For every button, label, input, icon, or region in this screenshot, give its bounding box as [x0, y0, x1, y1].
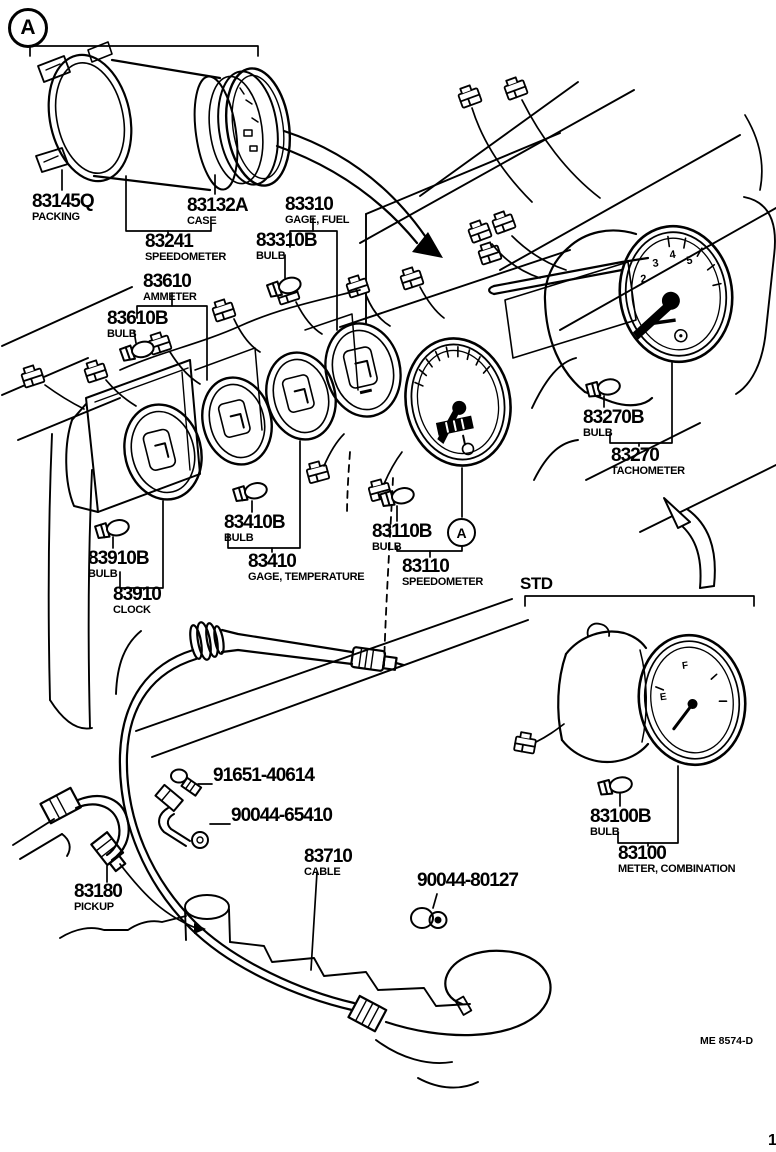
label-83100: 83100 METER, COMBINATION: [618, 843, 736, 875]
label-83145q: 83145Q PACKING: [32, 191, 95, 223]
combination-meter-gauge-drawing: F E: [637, 633, 747, 767]
part-name: CABLE: [304, 866, 341, 878]
hidden-edge-dashed-lines: [346, 451, 394, 667]
part-number: 83310B: [256, 230, 318, 251]
cluster-wires: [44, 286, 445, 485]
label-83100b: 83100B BULB: [590, 806, 652, 838]
engine-outline-drawing: [59, 894, 479, 1089]
bulb-83410b: [231, 480, 270, 504]
tach-number-2: 2: [640, 273, 648, 286]
tachometer-gauge-drawing: 2 3 4 5: [618, 224, 734, 364]
part-name: BULB: [590, 826, 620, 838]
label-83410b: 83410B BULB: [224, 512, 286, 544]
label-83270b: 83270B BULB: [583, 407, 645, 439]
combo-letter-e: E: [659, 692, 667, 704]
part-name: BULB: [224, 532, 254, 544]
bulb-83100b: [596, 774, 635, 798]
part-name: BULB: [107, 328, 137, 340]
label-83910b: 83910B BULB: [88, 548, 150, 580]
label-83310b: 83310B BULB: [256, 230, 318, 262]
fuel-gauge-drawing: [324, 322, 402, 418]
leader-lines: [29, 45, 755, 971]
dashboard-lines: [1, 81, 776, 860]
part-name: BULB: [583, 427, 613, 439]
label-83410: 83410 GAGE, TEMPERATURE: [248, 551, 365, 583]
label-91651-40614: 91651-40614: [213, 765, 315, 786]
part-name: PICKUP: [74, 901, 114, 913]
part-name: GAGE, FUEL: [285, 214, 350, 226]
part-number: 83145Q: [32, 191, 95, 212]
part-name: BULB: [372, 541, 402, 553]
std-direction-arrow: [663, 497, 716, 589]
part-number: 83910: [113, 584, 162, 605]
tach-number-4: 4: [669, 249, 678, 262]
label-83132a: 83132A CASE: [187, 195, 249, 227]
part-name: AMMETER: [143, 291, 197, 303]
part-number: 83610B: [107, 308, 169, 329]
tach-number-5: 5: [686, 254, 694, 267]
part-name: TACHOMETER: [611, 465, 685, 477]
part-number: 83410B: [224, 512, 286, 533]
cluster-speedometer-drawing: [404, 337, 512, 467]
tachometer-assembly-drawing: [455, 74, 763, 407]
part-name: SPEEDOMETER: [402, 576, 484, 588]
cable-assembly-drawing: [118, 621, 552, 1037]
grommet-90044-80127-drawing: [410, 907, 448, 929]
label-83270: 83270 TACHOMETER: [611, 446, 685, 477]
label-90044-65410: 90044-65410: [231, 805, 333, 826]
label-90044-80127: 90044-80127: [417, 870, 519, 891]
part-number: 83110B: [372, 521, 433, 542]
clock-gauge-drawing: [123, 403, 203, 501]
part-name: SPEEDOMETER: [145, 251, 227, 263]
part-number: 83180: [74, 881, 123, 902]
part-number: 90044-80127: [417, 870, 519, 891]
label-83241: 83241 SPEEDOMETER: [145, 232, 226, 263]
label-83910: 83910 CLOCK: [113, 584, 162, 616]
part-number: 90044-65410: [231, 805, 333, 826]
part-name: GAGE, TEMPERATURE: [248, 571, 365, 583]
part-number: 83100: [618, 843, 667, 864]
part-name: CLOCK: [113, 604, 151, 616]
label-83610b: 83610B BULB: [107, 308, 169, 340]
part-number: 83610: [143, 271, 192, 292]
temperature-gauge-drawing: [265, 351, 337, 441]
part-number: 83270: [611, 445, 660, 466]
part-number: 83710: [304, 846, 353, 867]
label-83180: 83180 PICKUP: [74, 881, 123, 913]
part-name: CASE: [187, 215, 217, 227]
part-number: 83241: [145, 231, 194, 252]
combination-meter-drawing: [512, 622, 650, 764]
label-83110: 83110 SPEEDOMETER: [402, 557, 483, 588]
part-name: BULB: [256, 250, 286, 262]
part-number: 83410: [248, 551, 297, 572]
label-83110b: 83110B BULB: [372, 521, 433, 553]
pickup-drawing: [39, 786, 130, 873]
part-name: BULB: [88, 568, 118, 580]
part-number: 83910B: [88, 548, 150, 569]
std-variant-label: STD: [520, 574, 553, 593]
part-number: 91651-40614: [213, 765, 315, 786]
clamp-90044-65410-drawing: [154, 783, 209, 849]
bolt-91651-40614-drawing: [170, 768, 203, 797]
tach-number-3: 3: [652, 257, 660, 270]
bulb-83270b: [584, 376, 623, 400]
combo-letter-f: F: [681, 660, 689, 672]
part-number: 83310: [285, 194, 334, 215]
insert-direction-arrow: [275, 129, 443, 258]
part-number: 83132A: [187, 195, 249, 216]
part-number: 83270B: [583, 407, 645, 428]
speedometer-assembly-drawing: [35, 41, 291, 192]
part-name: METER, COMBINATION: [618, 863, 736, 875]
label-83710: 83710 CABLE: [304, 846, 353, 878]
detail-a-marker-inline: A: [447, 518, 476, 547]
label-83310: 83310 GAGE, FUEL: [285, 194, 350, 226]
part-name: PACKING: [32, 211, 80, 223]
part-number: 83100B: [590, 806, 652, 827]
page-corner-mark: 1: [768, 1132, 776, 1149]
part-number: 83110: [402, 556, 450, 577]
label-83610: 83610 AMMETER: [143, 272, 197, 303]
detail-a-marker-top: A: [8, 8, 48, 48]
drawing-code: ME 8574-D: [700, 1035, 754, 1047]
